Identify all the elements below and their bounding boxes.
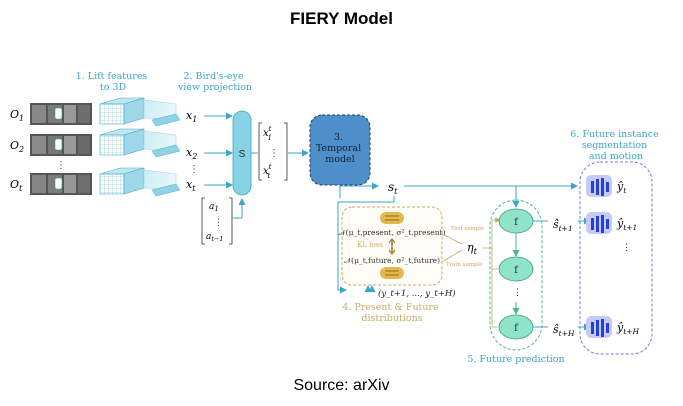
a-label-t: at−1 — [206, 232, 224, 243]
a-label-1: a1 — [209, 202, 219, 213]
y-hat-th: ŷt+H — [616, 321, 640, 336]
present-encoder-icon — [380, 212, 404, 224]
input-label-t: Ot — [10, 178, 23, 193]
step-bev-label: 2. Bird's-eye view projection — [177, 71, 252, 93]
output-icon-t1 — [586, 212, 612, 234]
input-row-2: O2 — [10, 134, 92, 156]
train-sample-label: Train sample — [446, 262, 482, 268]
x-vdots: ⋮ — [189, 164, 199, 175]
input-row-1: O1 — [10, 103, 92, 125]
future-dist: 𝒩(μ_t,future, σ²_t,future) — [344, 256, 440, 265]
temporal-model-label: 3. Temporal model — [316, 132, 364, 165]
source-caption: Source: arXiv — [293, 377, 390, 394]
step-instance-label: 6. Future instance segmentation and moti… — [570, 129, 662, 162]
y-hat-t: ŷt — [616, 180, 627, 195]
svg-text:⋮: ⋮ — [214, 217, 223, 227]
eta-t: ηt — [467, 241, 478, 256]
x-label-1: x1 — [186, 109, 197, 124]
s-block-label: S — [239, 149, 246, 160]
bev-plane-2 — [143, 130, 181, 158]
input-row-t: Ot — [10, 173, 92, 195]
output-vdots: ⋮ — [622, 242, 631, 252]
present-dist: 𝒩(μ_t,present, σ²_t,present) — [338, 228, 445, 237]
step-future-prediction-label: 5. Future prediction — [467, 354, 564, 365]
output-icon-t — [586, 175, 612, 197]
input-label-2: O2 — [10, 139, 24, 154]
step-distributions-label: 4. Present & Future distributions — [342, 302, 441, 324]
arrow-a-to-s — [232, 198, 246, 219]
f-vdots: ⋮ — [513, 287, 522, 297]
input-vdots: ⋮ — [56, 160, 66, 171]
bev-plane-t — [143, 169, 181, 197]
state-st: st — [388, 180, 398, 196]
future-prediction-box — [489, 199, 543, 351]
s-hat-th: ŝt+H — [553, 323, 575, 338]
step-lift-label: 1. Lift features to 3D — [76, 71, 151, 93]
arrow-eta-to-f — [482, 217, 501, 249]
page-title: FIERY Model — [290, 9, 393, 28]
f-node-2 — [498, 256, 534, 282]
svg-text:⋮: ⋮ — [269, 148, 279, 159]
instance-output-box — [579, 161, 653, 355]
svg-text:f: f — [514, 217, 519, 228]
future-encoder-icon — [380, 267, 404, 279]
input-label-1: O1 — [10, 108, 24, 123]
svg-text:f: f — [514, 265, 519, 276]
lift-cube-t — [99, 167, 145, 195]
x-label-2: x2 — [186, 146, 197, 161]
temporal-model-block — [309, 114, 371, 186]
svg-text:f: f — [514, 323, 519, 334]
x-label-t: xt — [186, 178, 196, 193]
output-icon-th — [586, 316, 612, 338]
future-labels: (y_t+1, ..., y_t+H) — [378, 288, 456, 299]
bev-plane-1 — [143, 99, 181, 127]
y-hat-t1: ŷt+1 — [616, 217, 637, 232]
lift-cube-1 — [99, 97, 145, 125]
s-hat-t1: ŝt+1 — [553, 218, 573, 233]
lift-cube-2 — [99, 128, 145, 156]
kl-loss-label: KL loss — [357, 241, 383, 249]
arrow-st-to-dist — [337, 196, 395, 294]
test-sample-label: Test sample — [451, 226, 484, 232]
action-vector: a1 ⋮ at−1 — [201, 197, 233, 245]
